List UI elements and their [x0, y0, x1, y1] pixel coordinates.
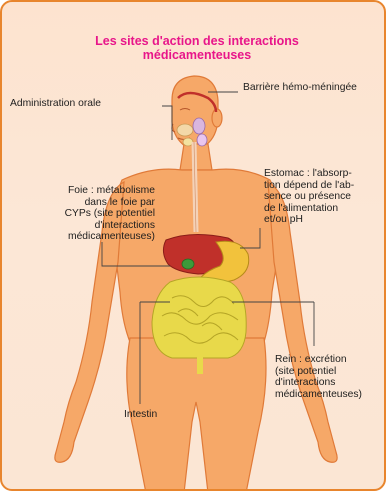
- label-rein-line: d'interactions: [275, 377, 362, 389]
- label-foie-line: d'interactions: [8, 220, 155, 232]
- label-estomac-line: Estomac : l'absorp-: [264, 168, 354, 180]
- label-estomac-line: sence ou présence: [264, 191, 354, 203]
- label-foie-line: dans le foie par: [8, 197, 155, 209]
- label-rein-line: médicamenteuses): [275, 389, 362, 401]
- body-illustration: [2, 2, 386, 491]
- label-rein-line: Rein : excrétion: [275, 354, 362, 366]
- label-foie-line: Foie : métabolisme: [8, 185, 155, 197]
- label-estomac-line: tion dépend de l'ab-: [264, 180, 354, 192]
- intestines: [152, 277, 246, 358]
- label-foie: Foie : métabolisme dans le foie par CYPs…: [8, 185, 155, 243]
- label-estomac-line: et/ou pH: [264, 214, 354, 226]
- head: [172, 76, 218, 148]
- label-rein-line: (site potentiel: [275, 366, 362, 378]
- gallbladder: [182, 259, 194, 269]
- label-estomac: Estomac : l'absorp- tion dépend de l'ab-…: [264, 168, 354, 226]
- diagram-title: Les sites d'action des interactions médi…: [62, 34, 332, 62]
- label-estomac-line: de l'alimentation: [264, 203, 354, 215]
- label-administration-orale: Administration orale: [10, 98, 101, 110]
- diagram-title-text: Les sites d'action des interactions médi…: [95, 34, 299, 62]
- label-rein: Rein : excrétion (site potentiel d'inter…: [275, 354, 362, 400]
- label-foie-line: CYPs (site potentiel: [8, 208, 155, 220]
- label-barriere-hemo-meningee: Barrière hémo-méningée: [243, 82, 357, 94]
- diagram-card: Les sites d'action des interactions médi…: [0, 0, 386, 491]
- label-foie-line: médicamenteuses): [8, 231, 155, 243]
- label-intestin: Intestin: [124, 409, 157, 421]
